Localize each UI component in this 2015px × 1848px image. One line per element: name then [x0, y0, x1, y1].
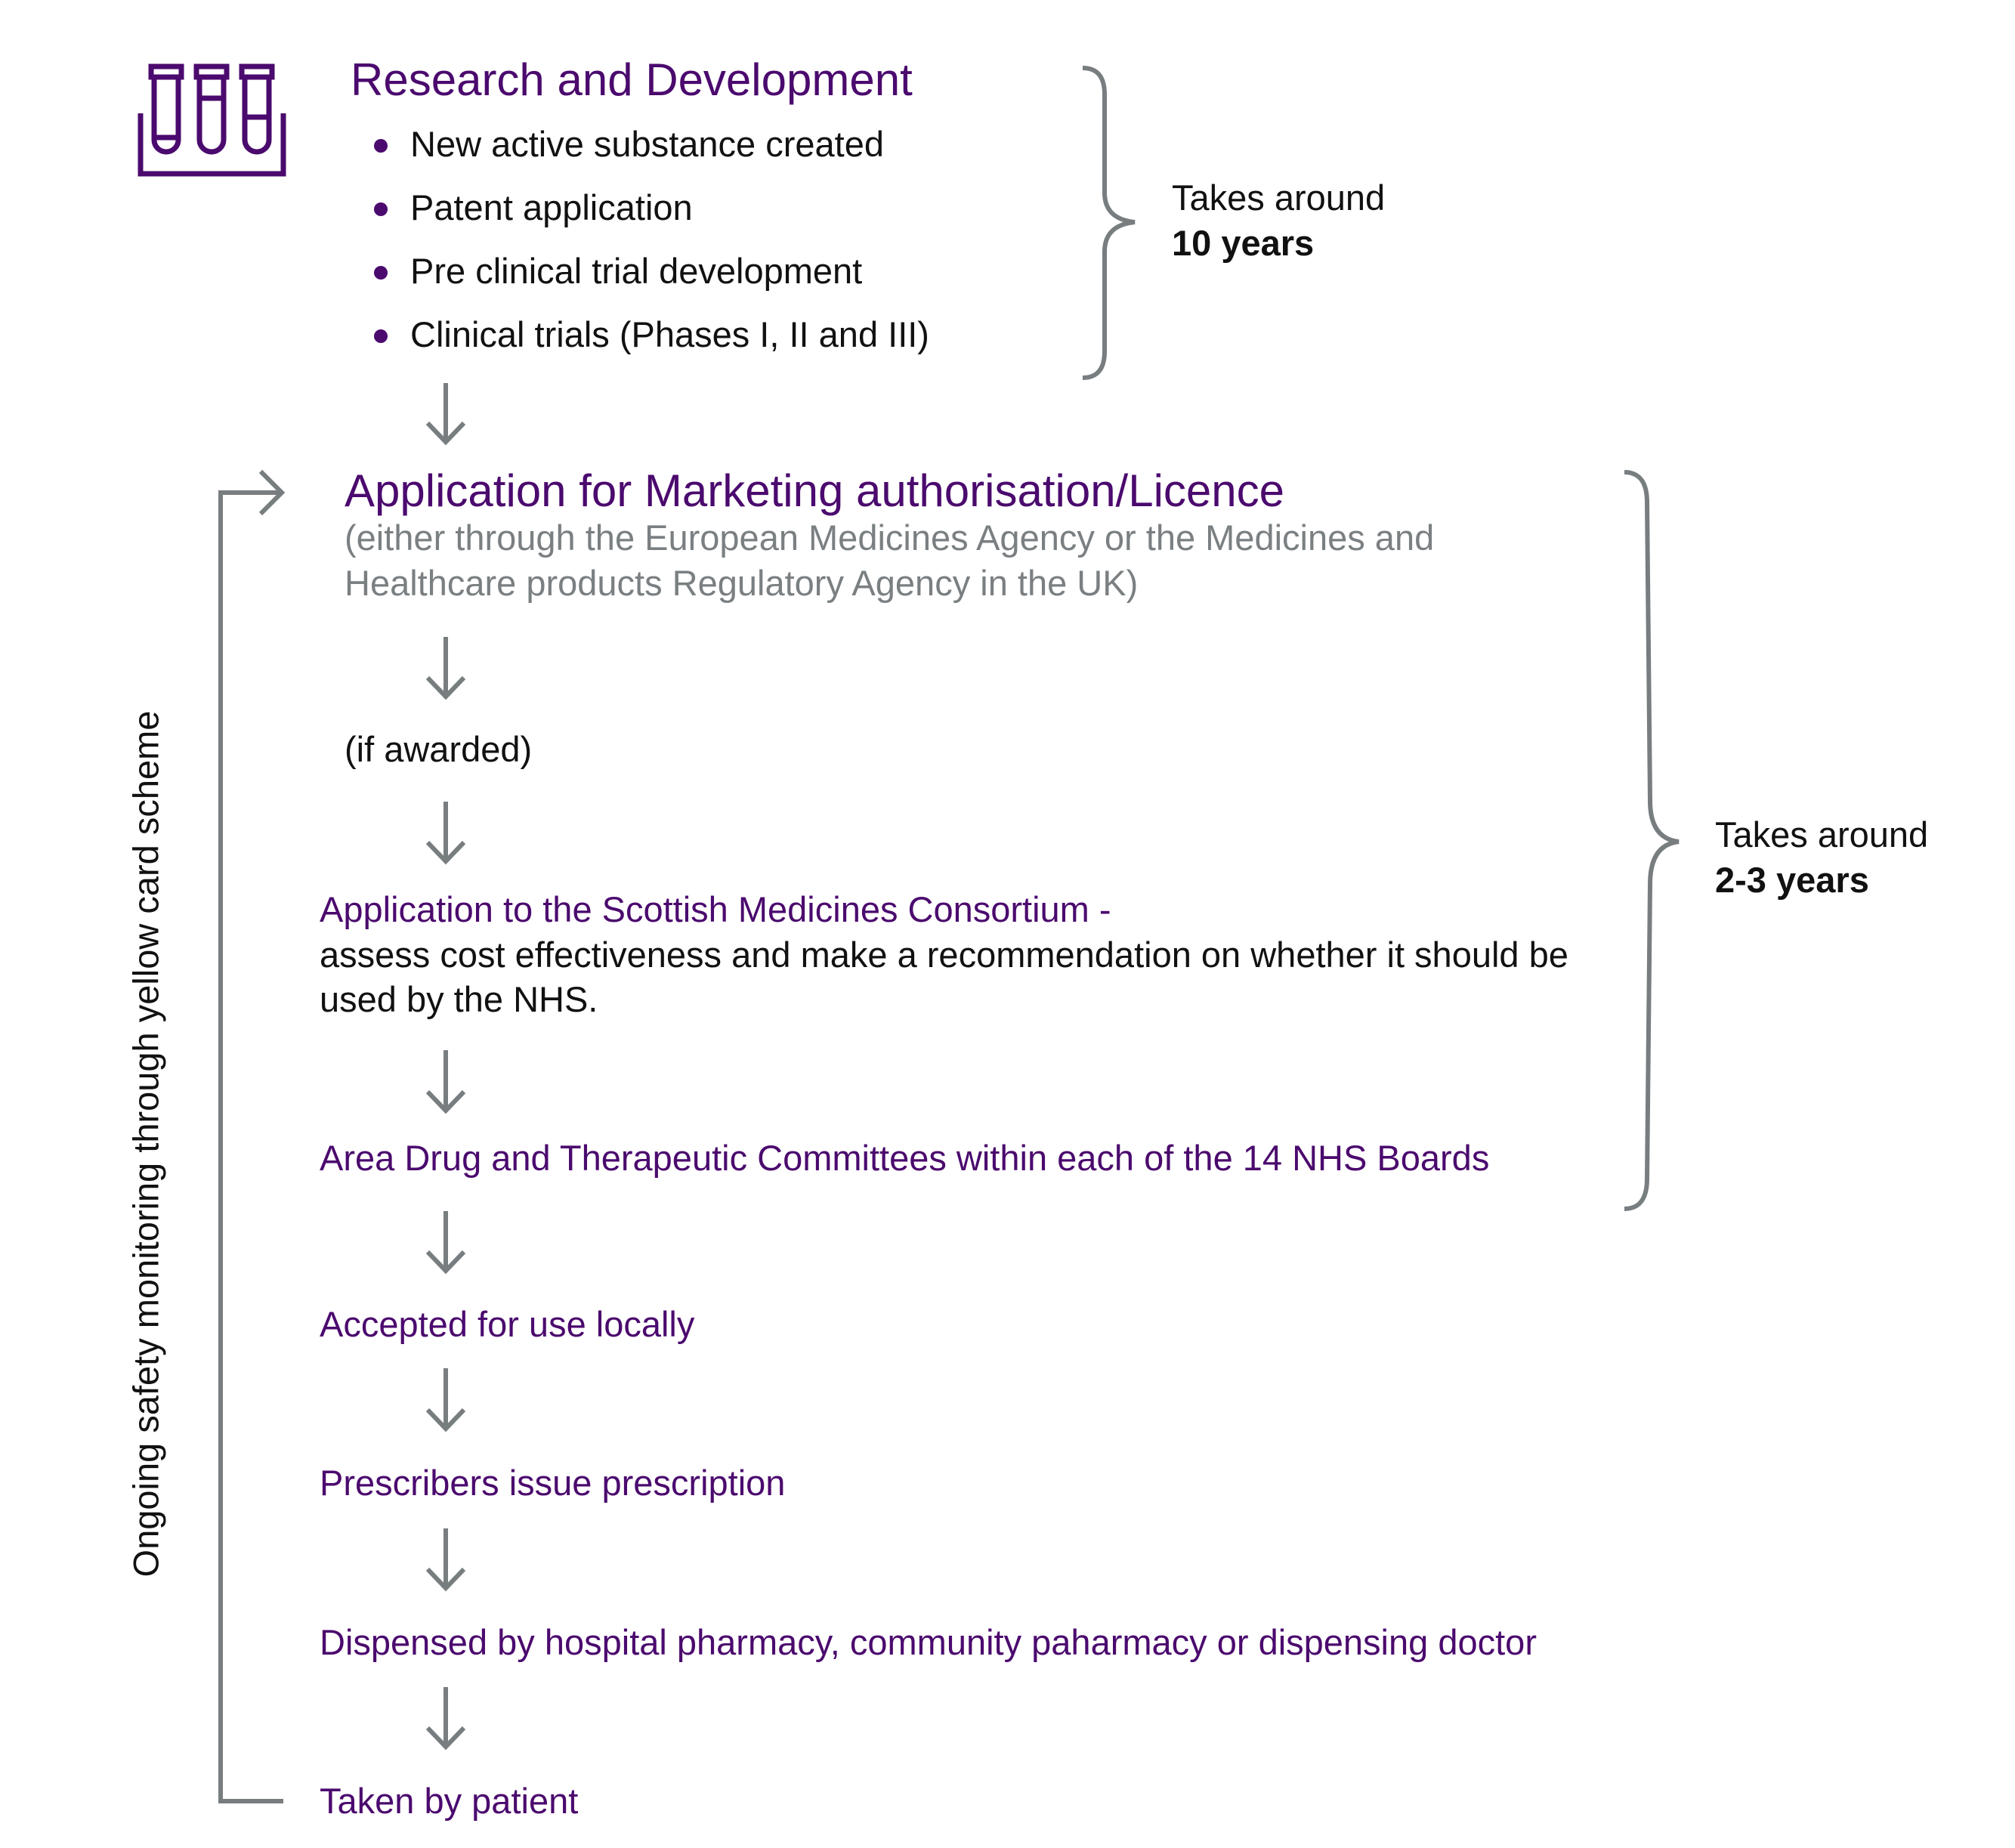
arrow-down-7 [425, 1528, 466, 1592]
test-tubes-icon [138, 63, 286, 177]
accepted-step: Accepted for use locally [320, 1304, 695, 1344]
feedback-loop-line [218, 490, 283, 1803]
bullet-icon [374, 139, 388, 153]
research-bullet: Patent application [410, 187, 693, 227]
feedback-arrowhead [258, 469, 286, 516]
bullet-icon [374, 202, 388, 216]
dispensed-step: Dispensed by hospital pharmacy, communit… [320, 1622, 1537, 1662]
arrow-down-1 [425, 383, 466, 446]
marketing-title: Application for Marketing authorisation/… [345, 465, 1285, 516]
arrow-down-2 [425, 637, 466, 700]
arrow-down-8 [425, 1687, 466, 1751]
arrow-down-6 [425, 1368, 466, 1432]
arrow-down-5 [425, 1211, 466, 1275]
area-drug-step: Area Drug and Therapeutic Committees wit… [320, 1138, 1490, 1178]
if-awarded-label: (if awarded) [345, 729, 533, 769]
smc-title: Application to the Scottish Medicines Co… [320, 889, 1111, 929]
smc-desc-line2: used by the NHS. [320, 979, 598, 1019]
bullet-icon [374, 329, 388, 343]
research-bullet: Clinical trials (Phases I, II and III) [410, 314, 929, 354]
research-duration-value: 10 years [1172, 223, 1315, 263]
bullet-icon [374, 266, 388, 280]
research-duration-label: Takes around [1172, 178, 1386, 218]
smc-desc-line1: assess cost effectiveness and make a rec… [320, 935, 1568, 975]
brace-research [1082, 66, 1136, 380]
approval-duration-value: 2-3 years [1715, 860, 1869, 900]
arrow-down-3 [425, 802, 466, 865]
research-bullet: New active substance created [410, 124, 884, 164]
taken-step: Taken by patient [320, 1781, 579, 1821]
marketing-subtitle-line1: (either through the European Medicines A… [345, 518, 1435, 558]
monitoring-label: Ongoing safety monitoring through yellow… [125, 710, 166, 1578]
research-bullet: Pre clinical trial development [410, 251, 863, 291]
brace-approval [1624, 470, 1680, 1211]
arrow-down-4 [425, 1050, 466, 1114]
research-title: Research and Development [351, 54, 913, 105]
prescribers-step: Prescribers issue prescription [320, 1463, 786, 1503]
approval-duration-label: Takes around [1715, 814, 1929, 854]
marketing-subtitle-line2: Healthcare products Regulatory Agency in… [345, 563, 1139, 603]
